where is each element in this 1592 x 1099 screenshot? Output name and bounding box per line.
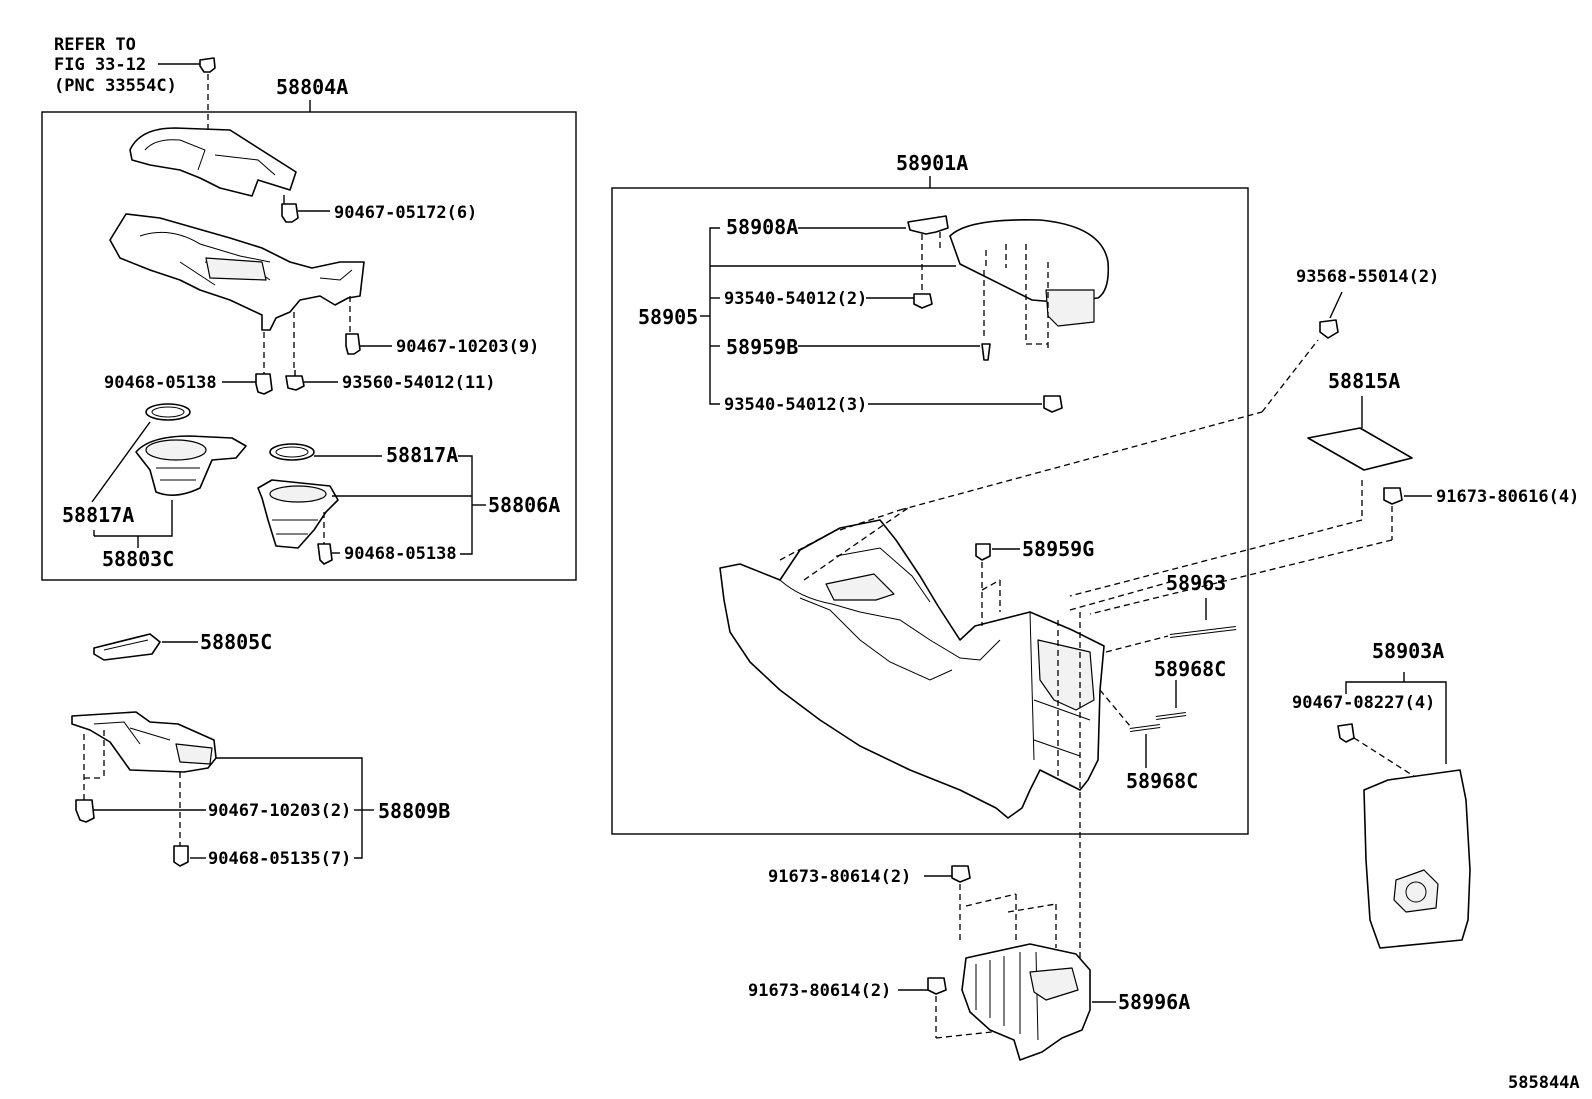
label-58805c: 58805C [200, 630, 272, 654]
label-90467-08227: 90467-08227(4) [1292, 693, 1435, 713]
label-58809b: 58809B [378, 799, 450, 823]
label-58996a: 58996A [1118, 990, 1190, 1014]
part-ring-58817a-right [269, 443, 315, 461]
bolt-91673-80614-bot [927, 977, 947, 995]
part-pin-58959b [981, 343, 991, 361]
diagram-id: 585844A [1508, 1073, 1580, 1093]
part-rear-panel-58903a [1363, 769, 1471, 949]
label-58817a-right: 58817A [386, 443, 458, 467]
label-58901a: 58901A [896, 151, 968, 175]
refer-line-1: REFER TO [54, 35, 136, 55]
screw-93540-54012-3 [1043, 395, 1063, 413]
refer-line-2: FIG 33-12 [54, 55, 146, 75]
bolt-91673-80616 [1383, 487, 1403, 505]
label-58803c: 58803C [102, 547, 174, 571]
label-58905: 58905 [638, 305, 698, 329]
label-91673-80614-bot: 91673-80614(2) [748, 981, 891, 1001]
part-armrest-lid [949, 219, 1110, 303]
clip-90467-10203-2 [75, 799, 95, 823]
label-58806a: 58806A [488, 493, 560, 517]
label-90467-10203-9: 90467-10203(9) [396, 337, 539, 357]
label-90468-05138-a: 90468-05138 [104, 373, 217, 393]
refer-line-3: (PNC 33554C) [54, 76, 177, 96]
label-93540-54012-3: 93540-54012(3) [724, 395, 867, 415]
label-58817a-left: 58817A [62, 503, 134, 527]
clip-refer [199, 57, 216, 73]
label-58804a: 58804A [276, 75, 348, 99]
part-console-body [719, 519, 1105, 819]
part-lid-58805c [93, 633, 161, 661]
part-ring-58817a-left [145, 403, 191, 421]
clip-90467-05172 [281, 203, 299, 223]
label-91673-80616: 91673-80616(4) [1436, 487, 1579, 507]
clip-90467-08227 [1337, 723, 1355, 743]
part-mat-58815a [1307, 427, 1413, 471]
label-93540-54012-2: 93540-54012(2) [724, 289, 867, 309]
label-58968c-top: 58968C [1154, 657, 1226, 681]
label-93568-55014: 93568-55014(2) [1296, 267, 1439, 287]
label-93560-54012: 93560-54012(11) [342, 373, 496, 393]
label-91673-80614-top: 91673-80614(2) [768, 867, 911, 887]
screw-93560-54012 [285, 375, 305, 391]
label-58903a: 58903A [1372, 639, 1444, 663]
label-90467-05172: 90467-05172(6) [334, 203, 477, 223]
bolt-91673-80614-top [951, 865, 971, 883]
clip-90467-10203-9 [345, 333, 361, 355]
label-58908a: 58908A [726, 215, 798, 239]
label-58815a: 58815A [1328, 369, 1400, 393]
part-hinge-58908a [907, 215, 949, 235]
label-90467-10203-2: 90467-10203(2) [208, 801, 351, 821]
part-bracket-58996a [961, 943, 1091, 1061]
clip-90468-05138-a [255, 373, 273, 395]
label-90468-05135: 90468-05135(7) [208, 849, 351, 869]
group-box-58804a [41, 111, 577, 581]
screw-93540-54012-2 [913, 293, 933, 309]
part-clip-58959g [975, 543, 991, 561]
screw-93568-55014 [1319, 319, 1339, 339]
clip-90468-05135 [173, 845, 189, 867]
label-58959g: 58959G [1022, 537, 1094, 561]
label-58959b: 58959B [726, 335, 798, 359]
part-upper-shift-panel [129, 127, 297, 197]
label-58968c-bot: 58968C [1126, 769, 1198, 793]
clip-90468-05138-b [317, 543, 333, 565]
label-90468-05138-b: 90468-05138 [344, 544, 457, 564]
